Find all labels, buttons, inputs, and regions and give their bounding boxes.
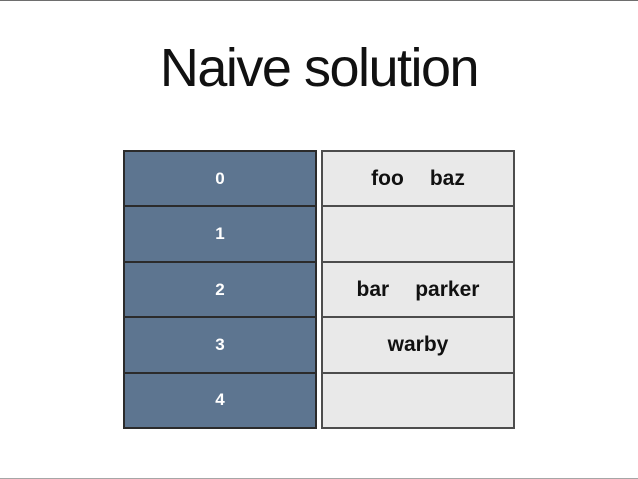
index-column: 0 1 2 3 4 bbox=[123, 150, 317, 429]
index-cell-2: 2 bbox=[125, 262, 315, 319]
value-cell-3: warby bbox=[323, 318, 513, 374]
value-cell-2: bar parker bbox=[323, 262, 513, 319]
index-label-0: 0 bbox=[215, 168, 225, 188]
slide-title: Naive solution bbox=[159, 38, 480, 98]
value-label: parker bbox=[415, 277, 480, 301]
hash-table: 0 1 2 3 4 foo baz bbox=[123, 150, 515, 429]
index-cell-3: 3 bbox=[125, 318, 315, 374]
value-label: foo bbox=[371, 166, 404, 190]
value-label: warby bbox=[387, 332, 449, 356]
index-label-4: 4 bbox=[215, 390, 225, 410]
value-cell-0: foo baz bbox=[323, 152, 513, 208]
index-label-3: 3 bbox=[215, 334, 225, 354]
index-label-2: 2 bbox=[215, 279, 225, 299]
index-cell-4: 4 bbox=[125, 373, 315, 428]
values-column: foo baz bar parker warby bbox=[321, 150, 515, 429]
index-label-1: 1 bbox=[215, 224, 225, 244]
value-label: bar bbox=[356, 277, 390, 301]
value-label: baz bbox=[429, 166, 465, 190]
value-cell-1 bbox=[323, 207, 513, 263]
value-cell-4 bbox=[323, 373, 513, 428]
index-cell-1: 1 bbox=[125, 207, 315, 263]
index-cell-0: 0 bbox=[125, 152, 315, 208]
